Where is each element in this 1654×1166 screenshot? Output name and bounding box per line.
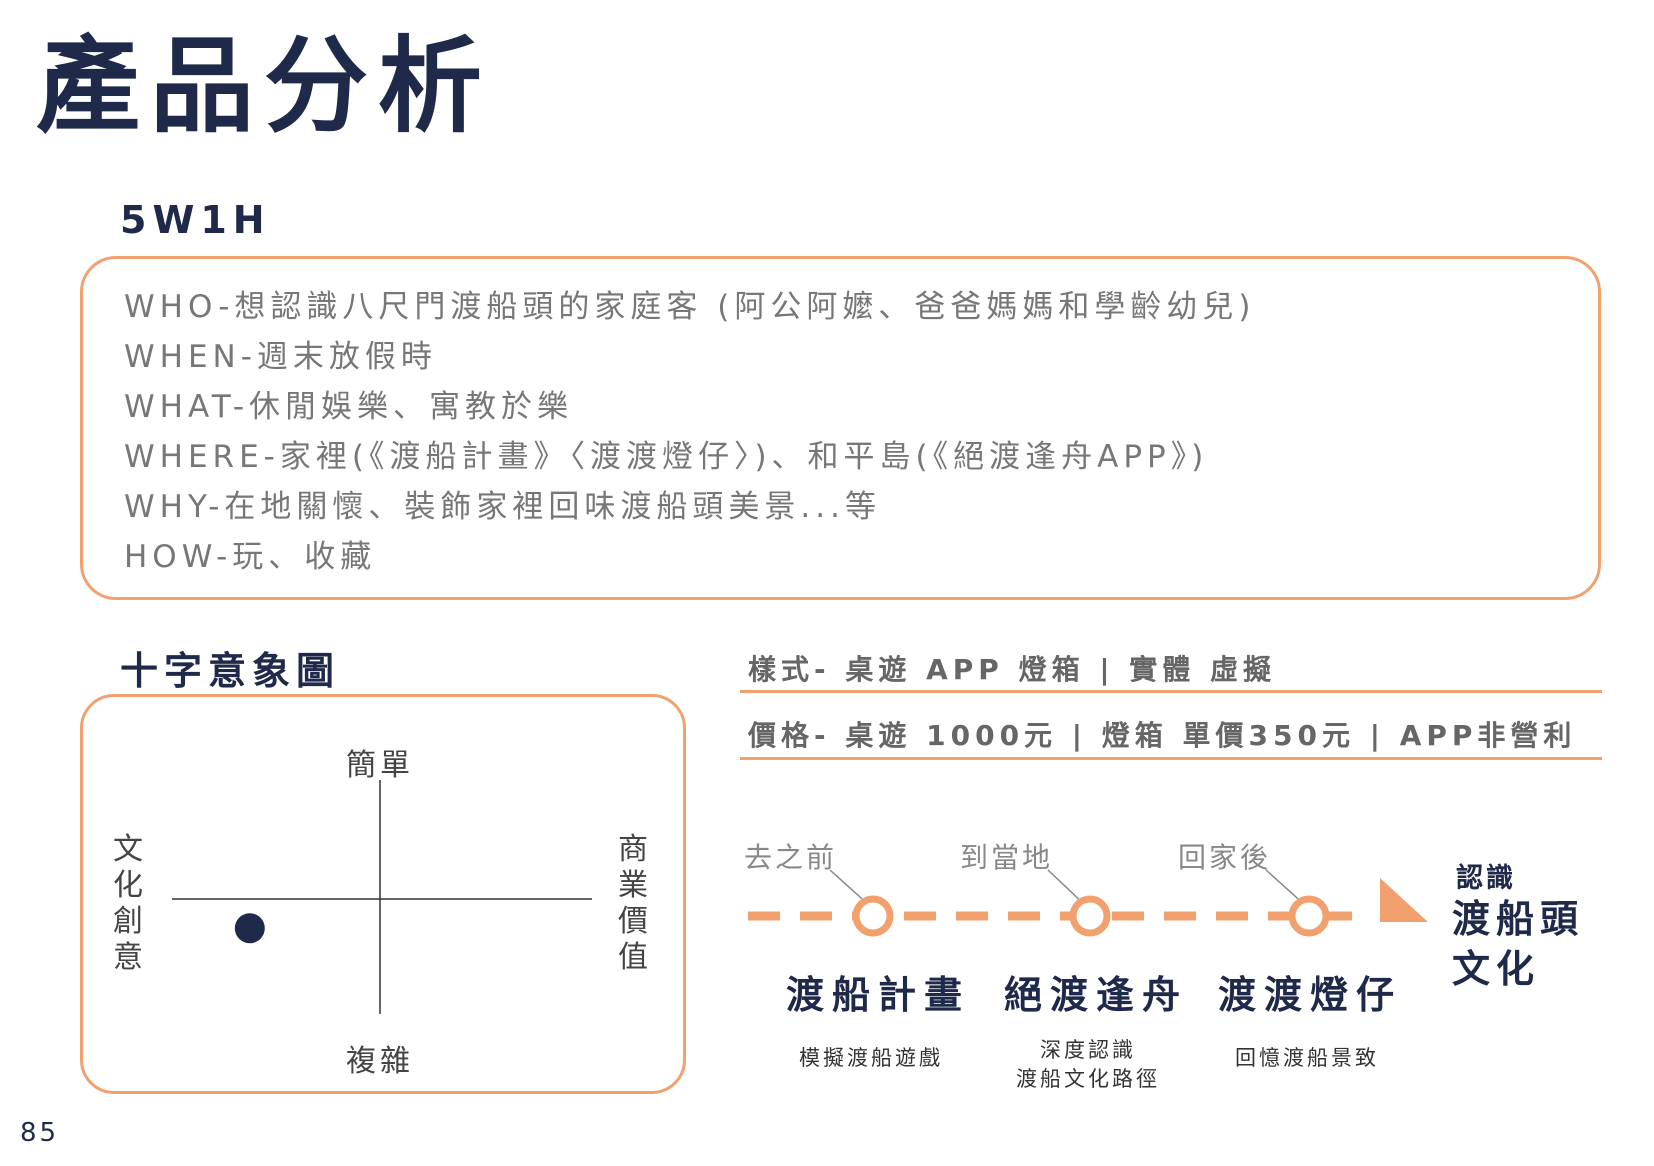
- cross-chart-bottom-label: 複雜: [346, 1044, 414, 1079]
- style-divider: [740, 690, 1602, 693]
- what-line: WHAT-休閒娛樂、寓教於樂: [124, 389, 574, 425]
- page-title: 產品分析: [36, 25, 493, 147]
- product-name-1: 渡船計畫: [786, 973, 971, 1017]
- product-desc-1: 模擬渡船遊戲: [799, 1046, 943, 1070]
- cross-chart-left-label: 文化創意: [113, 832, 143, 975]
- product-desc-3: 回憶渡船景致: [1235, 1046, 1379, 1070]
- why-line: WHY-在地關懷、裝飾家裡回味渡船頭美景...等: [124, 489, 881, 525]
- product-desc-2: 深度認識 渡船文化路徑: [1008, 1036, 1168, 1095]
- timeline-step-label-3: 回家後: [1178, 841, 1272, 874]
- timeline-node-3: [1288, 895, 1330, 937]
- cross-chart-point: [234, 913, 265, 944]
- timeline-step-label-1: 去之前: [744, 841, 838, 874]
- cross-chart-top-label: 簡單: [346, 748, 414, 783]
- style-info: 樣式- 桌遊 APP 燈箱 | 實體 虛擬: [748, 653, 1277, 686]
- who-line: WHO-想認識八尺門渡船頭的家庭客 (阿公阿嬤、爸爸媽媽和學齡幼兒): [124, 289, 1256, 325]
- how-line: HOW-玩、收藏: [124, 539, 377, 575]
- five-w-one-h-box: [80, 256, 1601, 600]
- when-line: WHEN-週末放假時: [124, 339, 437, 375]
- product-name-2: 絕渡逢舟: [1004, 973, 1189, 1017]
- timeline-step-label-2: 到當地: [960, 841, 1054, 874]
- cross-chart-right-label: 商業價值: [618, 832, 648, 975]
- price-divider: [740, 757, 1602, 760]
- five-w-one-h-heading: 5W1H: [120, 198, 271, 242]
- where-line: WHERE-家裡(《渡船計畫》〈渡渡燈仔〉)、和平島(《絕渡逢舟APP》): [124, 439, 1209, 475]
- timeline-svg: [748, 869, 1428, 937]
- target-label-small: 認識: [1456, 863, 1516, 894]
- timeline-arrow-icon: [1380, 878, 1428, 922]
- target-label-line-1: 渡船頭: [1452, 897, 1585, 941]
- price-info: 價格- 桌遊 1000元 | 燈箱 單價350元 | APP非營利: [748, 719, 1577, 752]
- product-name-3: 渡渡燈仔: [1218, 973, 1403, 1017]
- page-number: 85: [20, 1118, 60, 1148]
- product-desc-2-line-2: 渡船文化路徑: [1016, 1067, 1160, 1092]
- product-desc-2-line-1: 深度認識: [1040, 1038, 1136, 1062]
- cross-chart-box: [80, 694, 686, 1094]
- timeline-node-2: [1069, 895, 1111, 937]
- cross-chart-heading: 十字意象圖: [120, 649, 341, 693]
- target-label-line-2: 文化: [1452, 947, 1541, 991]
- timeline-node-1: [852, 895, 894, 937]
- cross-chart-svg: [172, 780, 592, 1014]
